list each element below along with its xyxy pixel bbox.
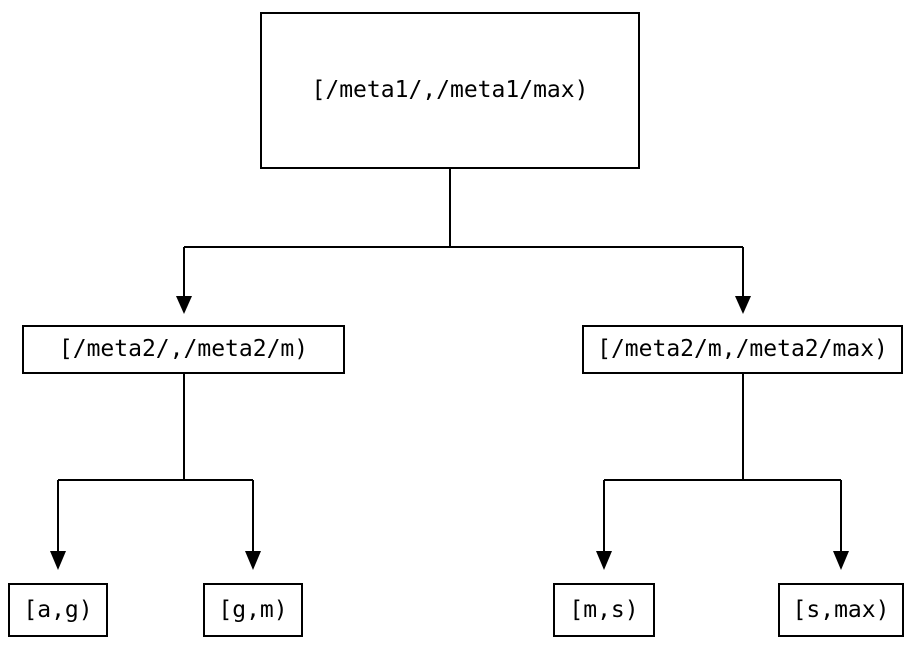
node-label: [g,m) xyxy=(218,596,288,623)
node-leaf-ms: [m,s) xyxy=(553,583,655,637)
edge-level-2-right xyxy=(603,374,842,552)
arrowhead-down-icon xyxy=(176,296,192,314)
arrowheads xyxy=(50,296,849,570)
node-label: [/meta2/m,/meta2/max) xyxy=(597,336,888,362)
edge-level-2-left xyxy=(57,374,254,552)
node-leaf-smax: [s,max) xyxy=(778,583,904,637)
node-root-interval: [/meta1/,/meta1/max) xyxy=(260,12,640,169)
arrowhead-down-icon xyxy=(245,551,261,570)
node-meta2-high-interval: [/meta2/m,/meta2/max) xyxy=(582,325,903,374)
node-label: [s,max) xyxy=(792,596,890,623)
node-label: [m,s) xyxy=(569,596,639,623)
node-leaf-ag: [a,g) xyxy=(8,583,108,637)
node-label: [a,g) xyxy=(23,596,93,623)
node-label: [/meta1/,/meta1/max) xyxy=(311,77,589,103)
arrowhead-down-icon xyxy=(596,551,612,570)
arrowhead-down-icon xyxy=(735,296,751,314)
node-label: [/meta2/,/meta2/m) xyxy=(58,336,309,362)
node-meta2-low-interval: [/meta2/,/meta2/m) xyxy=(22,325,345,374)
edge-level-1 xyxy=(183,169,744,297)
node-leaf-gm: [g,m) xyxy=(203,583,303,637)
arrowhead-down-icon xyxy=(833,551,849,570)
arrowhead-down-icon xyxy=(50,551,66,570)
